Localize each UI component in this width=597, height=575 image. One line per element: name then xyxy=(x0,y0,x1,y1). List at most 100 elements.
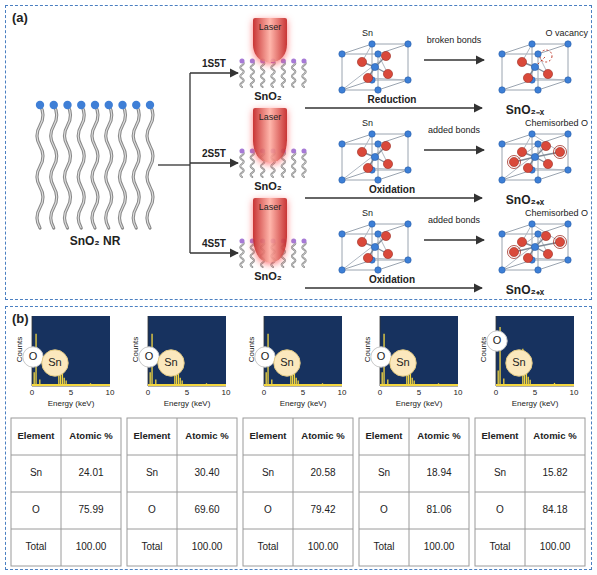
table-cell: 69.60 xyxy=(178,504,236,515)
table-grid xyxy=(359,529,469,530)
spectrum-baseline xyxy=(380,384,458,386)
table-grid xyxy=(475,529,585,530)
table-cell: Total xyxy=(128,541,176,552)
laser-beam: Laser xyxy=(253,198,287,262)
rod-tip xyxy=(301,58,306,63)
process-label: Reduction xyxy=(347,94,437,105)
tin-atom xyxy=(565,77,571,83)
tin-atom xyxy=(499,51,505,57)
oxygen-atom xyxy=(555,237,564,246)
spectrum-plot xyxy=(264,316,342,386)
oxygen-atom xyxy=(357,147,366,156)
process-label: SnO₂₊ₓ xyxy=(490,281,560,298)
axis-label: 0 xyxy=(141,388,155,397)
nanorod xyxy=(292,151,296,177)
rod-tip xyxy=(91,101,99,109)
nanorod xyxy=(251,151,255,177)
cell-edge xyxy=(568,224,569,260)
cell-edge xyxy=(538,54,539,90)
cell-edge xyxy=(372,44,373,80)
laser-label: Laser xyxy=(253,202,287,212)
lattice-illustration xyxy=(328,118,424,182)
cell-edge xyxy=(408,44,409,80)
nanorod-highlight xyxy=(292,151,296,177)
table-grid xyxy=(11,492,121,493)
table-cell: 81.06 xyxy=(410,504,468,515)
rod-tip xyxy=(36,101,44,109)
circle-shape xyxy=(487,331,507,351)
spectrum-baseline xyxy=(496,384,574,386)
spectrum-peak xyxy=(266,372,267,386)
table-grid xyxy=(475,492,585,493)
condition-label: 4S5T xyxy=(192,238,236,249)
cell-edge xyxy=(532,44,568,45)
element-circle: Sn xyxy=(157,349,185,377)
rod-tip xyxy=(250,58,255,63)
circle-shape xyxy=(390,350,416,376)
bond-change-arrow xyxy=(424,149,484,150)
table-cell: Atomic % xyxy=(526,430,584,441)
element-circle: O xyxy=(254,346,276,368)
process-label: SnO₂ xyxy=(243,270,293,282)
cell-edge xyxy=(372,134,373,170)
element-symbol: Sn xyxy=(273,356,301,369)
oxygen-atom xyxy=(541,141,550,150)
oxygen-atom xyxy=(509,247,518,256)
axis-label: 10 xyxy=(335,388,349,397)
element-circle: O xyxy=(370,346,392,368)
circle-shape xyxy=(506,350,532,376)
cell-edge xyxy=(372,224,373,260)
nanorod xyxy=(78,105,84,228)
tin-atom xyxy=(375,231,381,237)
oxygen-atom xyxy=(517,57,526,66)
bond xyxy=(502,236,546,270)
atom-label: Chemisorbed O xyxy=(525,118,588,128)
axis-label: Counts xyxy=(363,325,372,375)
element-circle: O xyxy=(22,346,44,368)
oxygen-atom xyxy=(541,231,550,240)
table-cell: 100.00 xyxy=(294,541,352,552)
table-cell: Sn xyxy=(476,467,524,478)
tin-atom xyxy=(499,267,505,273)
element-circle: O xyxy=(138,346,160,368)
process-label: SnO₂₊ₓ xyxy=(490,191,560,208)
nanorod xyxy=(92,105,98,228)
tin-atom xyxy=(369,221,375,227)
table-cell: O xyxy=(360,504,408,515)
table-grid xyxy=(11,455,121,456)
condition-label: 1S5T xyxy=(192,58,236,69)
nanorod-highlight xyxy=(292,61,296,87)
axis-label: 0 xyxy=(489,388,503,397)
nanorod-highlight xyxy=(261,61,265,87)
table-cell: Atomic % xyxy=(294,430,352,441)
cell-edge xyxy=(342,54,378,55)
tin-atom xyxy=(369,131,375,137)
cell-edge xyxy=(502,234,503,270)
axis-label: 0 xyxy=(25,388,39,397)
cell-edge xyxy=(502,270,538,271)
circle-shape xyxy=(371,347,391,367)
oxygen-atom xyxy=(381,231,390,240)
cell-edge xyxy=(342,270,378,271)
oxygen-atom xyxy=(509,157,518,166)
table-cell: Sn xyxy=(128,467,176,478)
table-cell: Atomic % xyxy=(62,430,120,441)
tin-atom xyxy=(531,63,538,70)
atom-label: O vacancy xyxy=(545,28,588,38)
edge-label: broken bonds xyxy=(420,35,488,45)
tin-atom xyxy=(375,267,381,273)
tin-atom xyxy=(371,153,378,160)
oxygen-atom xyxy=(523,73,532,82)
axis-label: Counts xyxy=(15,325,24,375)
cell-edge xyxy=(372,224,408,225)
table-cell: 15.82 xyxy=(526,467,584,478)
oxygen-atom xyxy=(357,237,366,246)
nanorod xyxy=(240,61,244,87)
axis-label: Energy (keV) xyxy=(31,399,111,408)
oxygen-atom xyxy=(523,163,532,172)
lattice-cell: Sn xyxy=(328,208,424,272)
nanorod xyxy=(65,105,71,228)
cell-edge xyxy=(378,170,408,180)
rod-tip xyxy=(301,238,306,243)
